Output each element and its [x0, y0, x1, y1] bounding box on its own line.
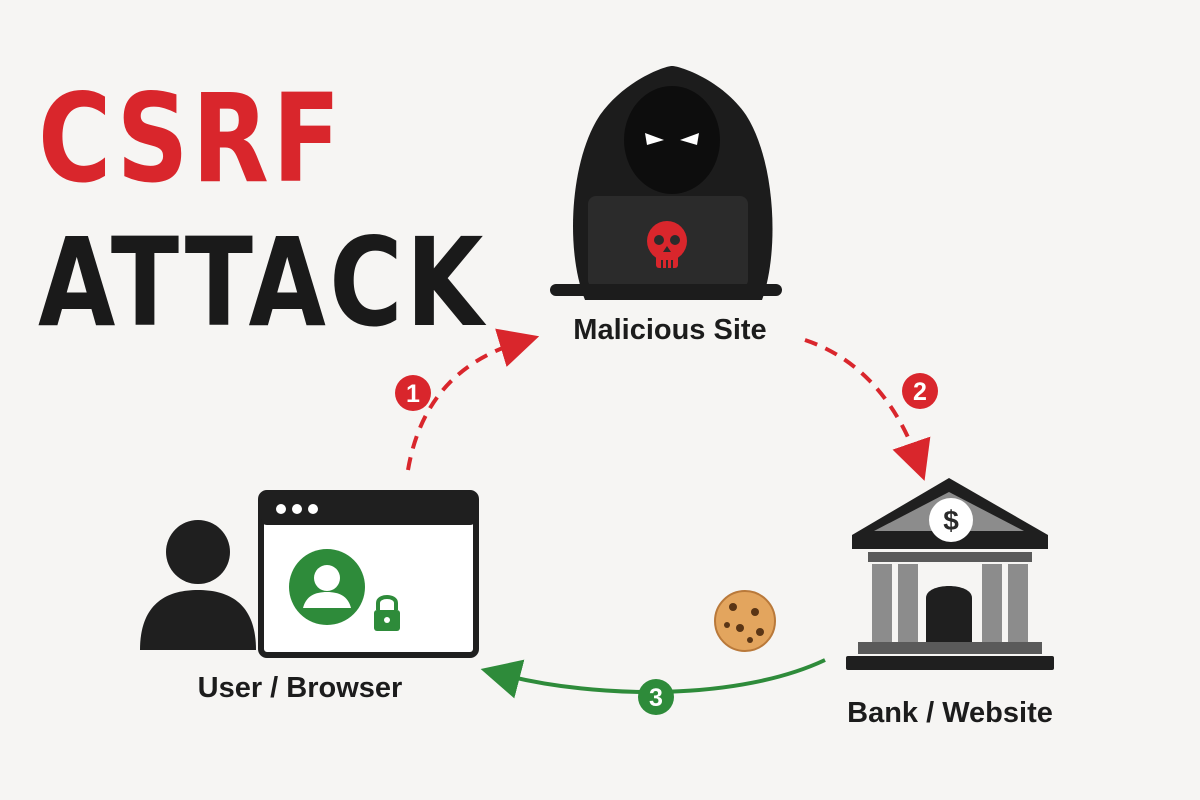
- label-malicious-site: Malicious Site: [573, 314, 767, 346]
- step-number-2: 2: [913, 378, 927, 406]
- user-silhouette-icon: [140, 520, 256, 650]
- step-badge-1: 1: [395, 375, 431, 411]
- user-browser-icon: [140, 490, 479, 658]
- skull-icon: [647, 221, 687, 268]
- title-attack: ATTACK: [38, 212, 487, 354]
- label-bank-website: Bank / Website: [847, 697, 1053, 729]
- step-badge-2: 2: [902, 373, 938, 409]
- label-user-browser: User / Browser: [197, 672, 403, 704]
- cookie-icon: [714, 590, 776, 652]
- bank-dollar-symbol: $: [943, 505, 959, 536]
- step-badge-3: 3: [638, 679, 674, 715]
- browser-window-icon: [258, 490, 479, 658]
- lock-icon: [374, 595, 400, 631]
- step-number-3: 3: [649, 684, 663, 712]
- title-csrf: CSRF: [38, 68, 344, 210]
- arrow-step-1: [406, 328, 540, 471]
- arrow-step-2: [804, 338, 931, 481]
- hooded-hacker-icon: [550, 66, 782, 300]
- step-number-1: 1: [406, 380, 420, 408]
- bank-building-icon: $: [846, 478, 1054, 670]
- green-user-avatar-icon: [289, 549, 365, 625]
